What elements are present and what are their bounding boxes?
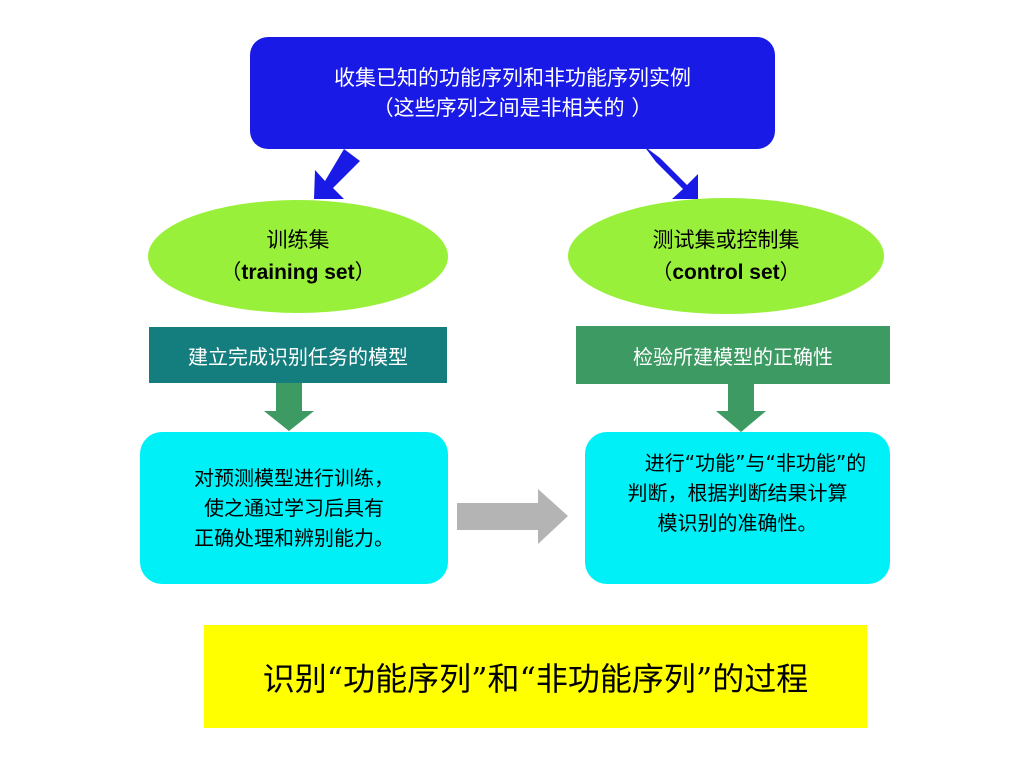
evaluation-process-text: 进行“功能”与“非功能”的 判断，根据判断结果计算 模识别的准确性。 bbox=[609, 448, 866, 538]
paren-open: （ bbox=[651, 259, 673, 284]
paren-close: ） bbox=[779, 259, 801, 284]
diagram-title: 识别“功能序列”和“非功能序列”的过程 bbox=[262, 659, 809, 698]
training-process-line3: 正确处理和辨别能力。 bbox=[194, 526, 394, 550]
source-data-box: 收集已知的功能序列和非功能序列实例 （这些序列之间是非相关的 ） bbox=[250, 37, 775, 149]
training-set-label-cn: 训练集 bbox=[266, 228, 330, 252]
training-set-node: 训练集 （training set） bbox=[148, 200, 448, 313]
control-set-node: 测试集或控制集 （control set） bbox=[568, 198, 884, 314]
control-set-label-en-wrap: （control set） bbox=[651, 256, 800, 289]
training-set-label-en: training set bbox=[241, 261, 355, 284]
training-process-box: 对预测模型进行训练， 使之通过学习后具有 正确处理和辨别能力。 bbox=[140, 432, 448, 584]
build-model-label: 建立完成识别任务的模型 bbox=[149, 327, 447, 383]
evaluation-process-line1: 进行“功能”与“非功能”的 bbox=[644, 451, 867, 475]
green-arrow-right bbox=[716, 384, 766, 432]
evaluation-process-box: 进行“功能”与“非功能”的 判断，根据判断结果计算 模识别的准确性。 bbox=[585, 432, 890, 584]
paren-close: ） bbox=[354, 260, 376, 284]
blue-arrow-right bbox=[644, 146, 698, 199]
blue-arrow-left bbox=[314, 149, 360, 199]
evaluation-process-line2: 判断，根据判断结果计算 bbox=[627, 481, 848, 505]
training-process-line2: 使之通过学习后具有 bbox=[204, 496, 384, 520]
diagram-title-box: 识别“功能序列”和“非功能序列”的过程 bbox=[204, 625, 867, 728]
gray-arrow-right bbox=[457, 489, 568, 544]
control-set-label-cn: 测试集或控制集 bbox=[652, 227, 800, 252]
evaluation-process-line3: 模识别的准确性。 bbox=[657, 511, 818, 535]
paren-open: （ bbox=[220, 260, 242, 284]
control-set-label-en: control set bbox=[672, 260, 780, 284]
source-data-title: 收集已知的功能序列和非功能序列实例 bbox=[334, 66, 691, 90]
training-set-label-en-wrap: （training set） bbox=[220, 256, 375, 289]
verify-model-label: 检验所建模型的正确性 bbox=[576, 326, 890, 384]
source-data-note: （这些序列之间是非相关的 ） bbox=[372, 96, 653, 120]
training-process-line1: 对预测模型进行训练， bbox=[194, 466, 394, 490]
green-arrow-left bbox=[264, 383, 314, 431]
